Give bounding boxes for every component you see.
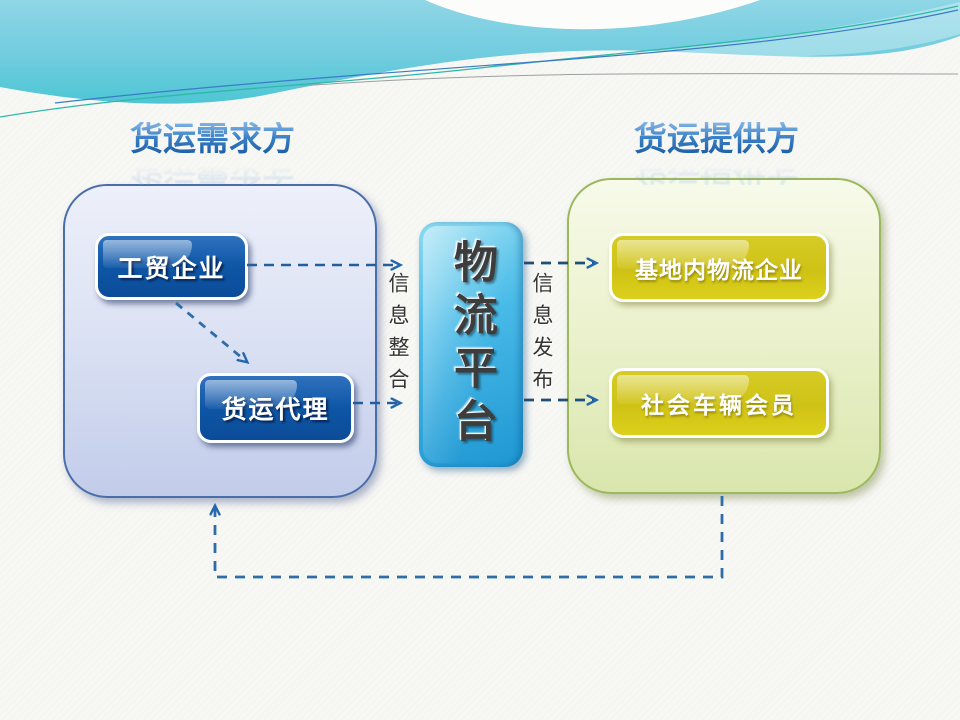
node-social-vehicle-member: 社会车辆会员 [609,368,829,438]
node-social-vehicle-member-label: 社会车辆会员 [641,393,797,419]
heading-provider: 货运提供方 货运提供方 [634,119,799,188]
heading-provider-reflection: 货运提供方 [634,149,799,188]
wave-light-overlay [500,2,960,62]
flow-label-information-publish: 信息发布 [530,272,554,400]
wave-cyan-band [0,0,960,104]
node-freight-agent-label: 货运代理 [221,395,330,424]
heading-demand-text: 货运需求方 [130,119,295,158]
node-logistics-platform: 物流平台 [419,222,523,467]
heading-demand: 货运需求方 货运需求方 [130,119,295,188]
node-freight-agent: 货运代理 [197,373,354,443]
wave-line-gray [299,73,959,87]
heading-demand-reflection: 货运需求方 [130,149,295,188]
flow-label-information-integration: 信息整合 [386,272,410,400]
node-base-logistics-enterprise-label: 基地内物流企业 [635,257,803,284]
edge-provider-feedback-to-demand [215,496,724,579]
wave-white-lens [425,0,760,30]
wave-line-blue [54,9,959,104]
node-base-logistics-enterprise: 基地内物流企业 [609,233,829,302]
node-logistics-platform-label: 物流平台 [446,238,497,451]
node-trade-enterprise: 工贸企业 [95,233,248,300]
node-trade-enterprise-label: 工贸企业 [117,253,226,283]
provider-group-container: 基地内物流企业 社会车辆会员 [567,178,881,494]
wave-line-teal [0,5,959,118]
heading-provider-text: 货运提供方 [634,119,799,158]
wave-banner [0,0,960,118]
demand-group-container: 工贸企业 货运代理 [63,184,377,498]
